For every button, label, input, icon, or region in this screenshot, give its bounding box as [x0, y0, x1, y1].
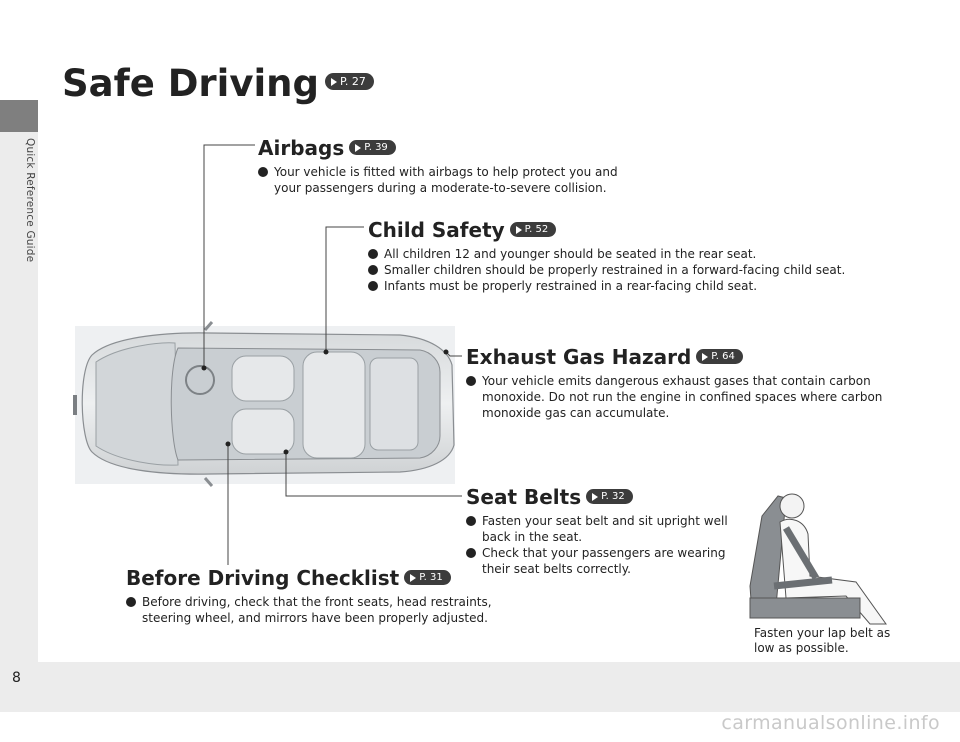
- page-title: Safe Driving P. 27: [62, 62, 374, 105]
- bullet-icon: [466, 516, 476, 526]
- arrow-icon: [702, 352, 709, 361]
- exhaust-heading-text: Exhaust Gas Hazard: [466, 345, 692, 369]
- list-item: Fasten your seat belt and sit upright we…: [466, 513, 728, 545]
- seat-belts-leader: [285, 452, 462, 497]
- child-safety-bullets: All children 12 and younger should be se…: [368, 246, 868, 294]
- bullet-text: Check that your passengers are wearing t…: [482, 546, 726, 576]
- front-left-seat: [231, 355, 295, 402]
- seat-belts-bullets: Fasten your seat belt and sit upright we…: [466, 513, 728, 577]
- bullet-icon: [466, 548, 476, 558]
- bullet-icon: [126, 597, 136, 607]
- arrow-icon: [330, 77, 337, 86]
- bullet-icon: [368, 281, 378, 291]
- seat-belts-heading: Seat Belts P. 32: [466, 485, 633, 509]
- arrow-icon: [515, 225, 522, 234]
- airbags-ref-text: P. 39: [364, 142, 388, 153]
- shoulder-belt: [782, 526, 820, 580]
- seat-belts-ref-text: P. 32: [601, 491, 625, 502]
- side-rail: [0, 132, 38, 662]
- bullet-icon: [258, 167, 268, 177]
- list-item: All children 12 and younger should be se…: [368, 246, 868, 262]
- seat-cushion: [749, 597, 861, 619]
- child-safety-heading-text: Child Safety: [368, 218, 505, 242]
- exhaust-bullets: Your vehicle emits dangerous exhaust gas…: [466, 373, 886, 421]
- front-bumper-mark: [73, 395, 77, 415]
- before-driving-ref-text: P. 31: [419, 572, 443, 583]
- leader-dots: [201, 349, 449, 455]
- seat-belt-illustration: [749, 493, 887, 625]
- before-driving-ref-badge[interactable]: P. 31: [404, 570, 451, 585]
- seat-back: [749, 495, 787, 615]
- child-safety-ref-text: P. 52: [524, 224, 549, 235]
- page-number: 8: [12, 670, 21, 686]
- arrow-icon: [355, 143, 362, 152]
- exhaust-ref-text: P. 64: [711, 351, 735, 362]
- footer-band: [0, 662, 960, 712]
- airbags-bullets: Your vehicle is fitted with airbags to h…: [258, 164, 638, 196]
- bullet-text: Infants must be properly restrained in a…: [384, 279, 758, 293]
- bullet-text: Your vehicle emits dangerous exhaust gas…: [482, 374, 883, 420]
- seat-belts-heading-text: Seat Belts: [466, 485, 582, 509]
- page-ref-badge[interactable]: P. 27: [324, 73, 374, 90]
- airbags-ref-badge[interactable]: P. 39: [349, 140, 396, 155]
- page-ref-text: P. 27: [339, 75, 366, 88]
- bullet-text: Your vehicle is fitted with airbags to h…: [274, 165, 618, 195]
- before-driving-heading-text: Before Driving Checklist: [126, 566, 400, 590]
- bullet-icon: [466, 376, 476, 386]
- list-item: Your vehicle emits dangerous exhaust gas…: [466, 373, 886, 421]
- list-item: Your vehicle is fitted with airbags to h…: [258, 164, 638, 196]
- airbags-heading: Airbags P. 39: [258, 136, 396, 160]
- exhaust-ref-badge[interactable]: P. 64: [696, 349, 743, 364]
- mirror-right: [203, 477, 214, 487]
- list-item: Check that your passengers are wearing t…: [466, 545, 728, 577]
- bullet-text: Smaller children should be properly rest…: [384, 263, 846, 277]
- rear-deck: [369, 357, 419, 451]
- front-right-seat: [231, 408, 295, 455]
- before-driving-bullets: Before driving, check that the front sea…: [126, 594, 506, 626]
- leader-lines: [203, 144, 462, 565]
- list-item: Smaller children should be properly rest…: [368, 262, 868, 278]
- arrow-icon: [410, 573, 417, 582]
- illustration-caption: Fasten your lap belt as low as possible.: [754, 626, 891, 655]
- airbags-heading-text: Airbags: [258, 136, 345, 160]
- bullet-text: Fasten your seat belt and sit upright we…: [482, 514, 728, 544]
- airbags-leader: [203, 144, 255, 368]
- child-safety-leader: [325, 226, 364, 352]
- bullet-icon: [368, 249, 378, 259]
- occupant-head: [779, 493, 805, 519]
- bullet-icon: [368, 265, 378, 275]
- watermark: carmanualsonline.info: [721, 712, 940, 734]
- child-safety-heading: Child Safety P. 52: [368, 218, 557, 242]
- before-driving-heading: Before Driving Checklist P. 31: [126, 566, 451, 590]
- exhaust-heading: Exhaust Gas Hazard P. 64: [466, 345, 743, 369]
- steering-wheel: [185, 365, 215, 395]
- hood: [95, 342, 179, 466]
- rear-bench: [302, 351, 366, 459]
- child-safety-ref-badge[interactable]: P. 52: [509, 222, 557, 237]
- side-tab-marker: [0, 100, 38, 132]
- seat-belts-ref-badge[interactable]: P. 32: [586, 489, 633, 504]
- page-title-text: Safe Driving: [62, 62, 319, 105]
- lap-belt: [773, 576, 833, 590]
- list-item: Before driving, check that the front sea…: [126, 594, 506, 626]
- arrow-icon: [592, 492, 599, 501]
- mirror-left: [203, 321, 214, 331]
- bullet-text: All children 12 and younger should be se…: [384, 247, 757, 261]
- side-tab-label: Quick Reference Guide: [24, 138, 36, 263]
- bullet-text: Before driving, check that the front sea…: [142, 595, 492, 625]
- list-item: Infants must be properly restrained in a…: [368, 278, 868, 294]
